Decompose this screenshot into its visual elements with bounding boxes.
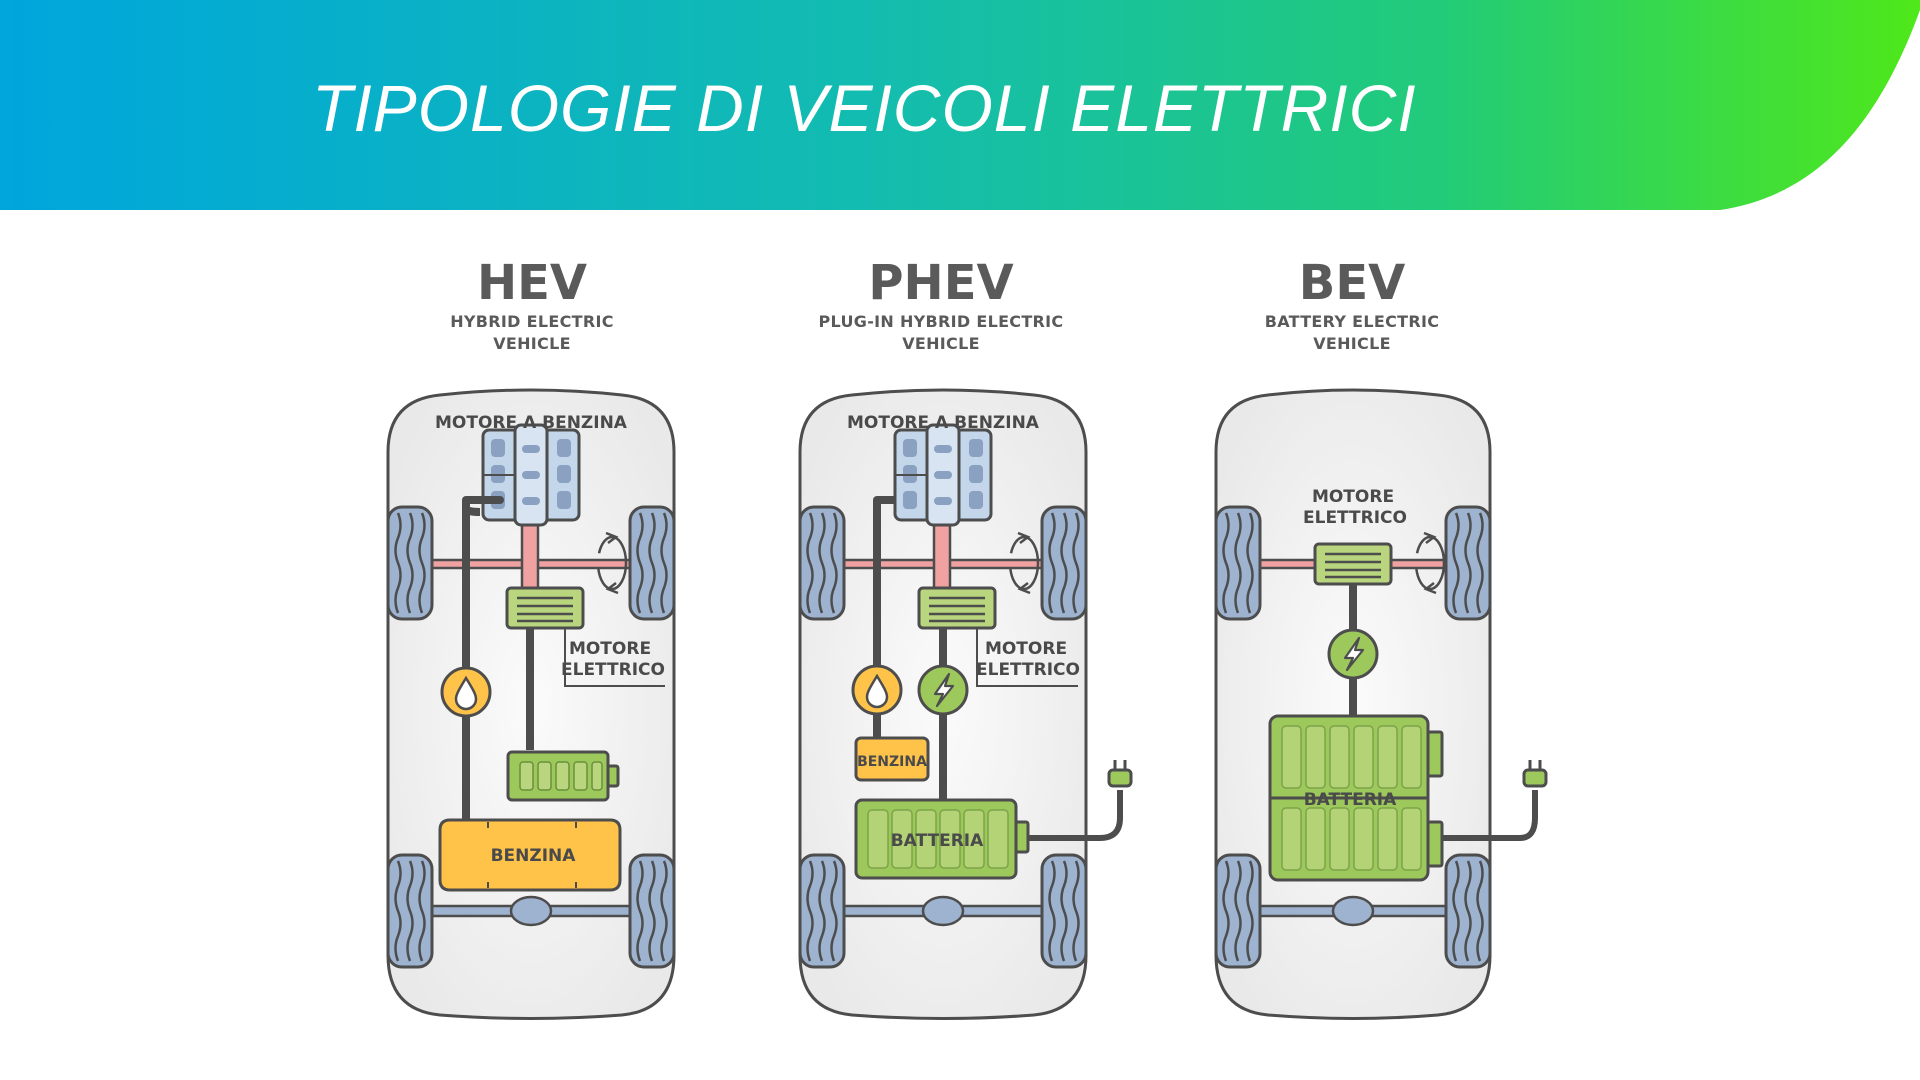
battery-icon: BATTERIA bbox=[1268, 714, 1444, 882]
tire-icon bbox=[798, 505, 846, 621]
engine-icon bbox=[481, 423, 581, 527]
differential bbox=[1331, 895, 1375, 927]
bev-vehicle: BATTERIA MOTORE ELETTRICO bbox=[1214, 388, 1548, 1020]
plug-icon bbox=[1107, 758, 1133, 788]
battery-icon bbox=[506, 750, 620, 802]
electric-motor-label-line2: ELETTRICO bbox=[976, 660, 1080, 680]
panel-heading-phev: PHEV PLUG-IN HYBRID ELECTRIC VEHICLE bbox=[751, 255, 1131, 355]
tire-icon bbox=[1444, 853, 1492, 969]
tire-icon bbox=[628, 853, 676, 969]
panel-heading-bev: BEV BATTERY ELECTRIC VEHICLE bbox=[1162, 255, 1542, 355]
plug-icon bbox=[1522, 758, 1548, 788]
electric-motor-label-line2: ELETTRICO bbox=[1303, 508, 1407, 528]
battery-label: BATTERIA bbox=[1304, 790, 1397, 810]
tire-icon bbox=[1214, 853, 1262, 969]
engine-label: MOTORE A BENZINA bbox=[847, 413, 1040, 433]
differential bbox=[921, 895, 965, 927]
panel-subtitle-line1: HYBRID ELECTRIC bbox=[450, 312, 614, 331]
leader-line bbox=[545, 627, 665, 687]
page-title: TIPOLOGIE DI VEICOLI ELETTRICI bbox=[312, 71, 1417, 145]
engine-label: MOTORE A BENZINA bbox=[435, 413, 628, 433]
fuel-tank: BENZINA bbox=[854, 736, 930, 782]
charge-cable bbox=[1442, 790, 1538, 841]
banner-background bbox=[0, 0, 1920, 210]
tire-icon bbox=[1214, 505, 1262, 621]
differential bbox=[509, 895, 553, 927]
lightning-icon bbox=[1327, 628, 1379, 680]
electric-motor-icon bbox=[505, 586, 585, 630]
tank-label: BENZINA bbox=[491, 846, 577, 866]
lightning-icon bbox=[917, 664, 969, 716]
electric-motor-label-line1: MOTORE bbox=[1312, 487, 1394, 507]
panel-abbr: PHEV bbox=[868, 255, 1014, 311]
engine-icon bbox=[893, 423, 993, 527]
tire-icon bbox=[1040, 505, 1088, 621]
electric-motor-icon bbox=[1313, 542, 1393, 586]
panel-abbr: HEV bbox=[476, 255, 588, 311]
tire-icon bbox=[1040, 853, 1088, 969]
tire-icon bbox=[1444, 505, 1492, 621]
panel-subtitle-line2: VEHICLE bbox=[902, 334, 980, 353]
tire-icon bbox=[798, 853, 846, 969]
leader-line bbox=[957, 627, 1078, 687]
panel-subtitle-line2: VEHICLE bbox=[493, 334, 571, 353]
electric-motor-icon bbox=[917, 586, 997, 630]
tank-label: BENZINA bbox=[857, 754, 927, 770]
tire-icon bbox=[628, 505, 676, 621]
charge-cable bbox=[1028, 790, 1123, 841]
panel-subtitle-line1: PLUG-IN HYBRID ELECTRIC bbox=[818, 312, 1064, 331]
panel-subtitle-line2: VEHICLE bbox=[1313, 334, 1391, 353]
electric-motor-label-line1: MOTORE bbox=[569, 639, 651, 659]
fuel-tank: BENZINA bbox=[438, 818, 622, 892]
hev-vehicle: BENZINA MOTORE A BENZINA MOTORE ELETTRIC… bbox=[386, 388, 676, 1020]
fuel-drop-icon bbox=[851, 664, 903, 716]
fuel-drop-icon bbox=[440, 666, 492, 718]
electric-motor-label-line2: ELETTRICO bbox=[561, 660, 665, 680]
tire-icon bbox=[386, 505, 434, 621]
battery-label: BATTERIA bbox=[891, 831, 984, 851]
panel-subtitle-line1: BATTERY ELECTRIC bbox=[1264, 312, 1440, 331]
panel-heading-hev: HEV HYBRID ELECTRIC VEHICLE bbox=[342, 255, 722, 355]
battery-icon: BATTERIA bbox=[854, 798, 1030, 880]
header-banner: TIPOLOGIE DI VEICOLI ELETTRICI bbox=[0, 0, 1920, 210]
electric-motor-label-line1: MOTORE bbox=[985, 639, 1067, 659]
panel-abbr: BEV bbox=[1298, 255, 1406, 311]
phev-vehicle: BENZINA BATTERIA MOTORE A BENZINA MOTORE… bbox=[798, 388, 1133, 1020]
tire-icon bbox=[386, 853, 434, 969]
